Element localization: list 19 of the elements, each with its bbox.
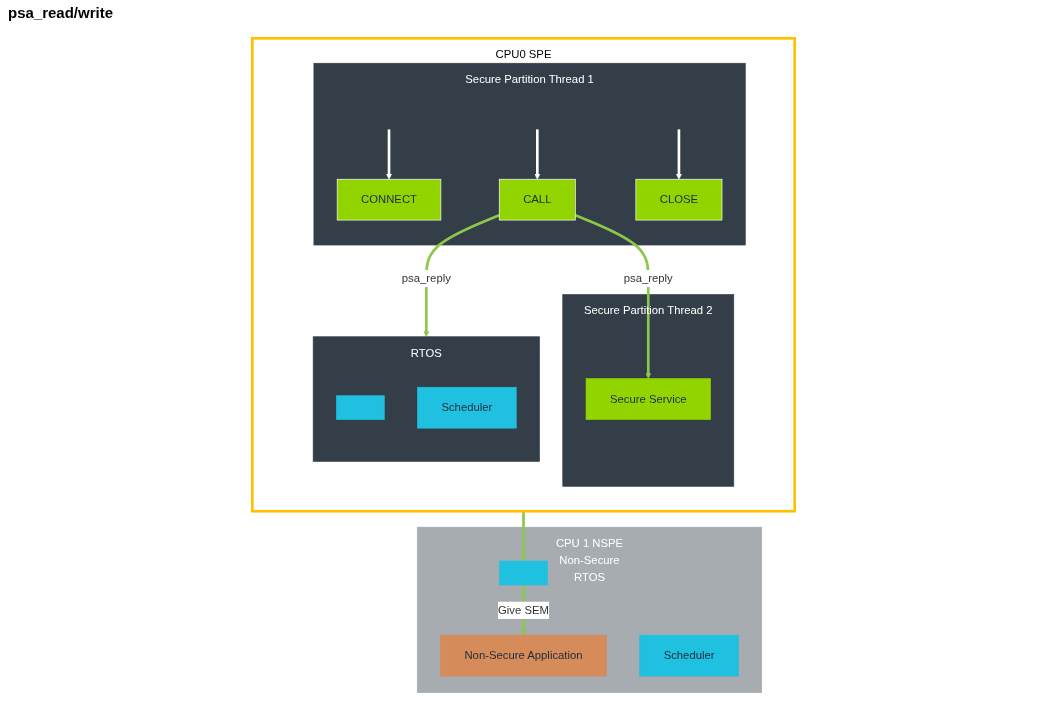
arrow bbox=[423, 213, 500, 337]
arrow bbox=[676, 128, 682, 179]
node-box: CONNECT bbox=[336, 178, 442, 220]
node-box bbox=[499, 560, 548, 585]
edge-label: Give SEM bbox=[498, 603, 549, 616]
node-box: Non-Secure Application bbox=[440, 634, 607, 676]
arrow bbox=[386, 128, 392, 179]
node-box: CLOSE bbox=[635, 178, 723, 220]
edge-label: psa_reply bbox=[401, 271, 451, 285]
edge-label: psa_reply bbox=[623, 271, 673, 285]
arrow bbox=[520, 510, 527, 561]
node-box: CALL bbox=[498, 178, 576, 220]
arrow bbox=[574, 213, 652, 379]
arrow bbox=[534, 128, 541, 179]
node-box bbox=[336, 394, 385, 420]
node-box: Scheduler bbox=[639, 634, 739, 676]
node-box: Secure Service bbox=[585, 377, 711, 420]
note-text: psa_read/write bbox=[8, 4, 114, 21]
node-box: Scheduler bbox=[417, 386, 517, 428]
